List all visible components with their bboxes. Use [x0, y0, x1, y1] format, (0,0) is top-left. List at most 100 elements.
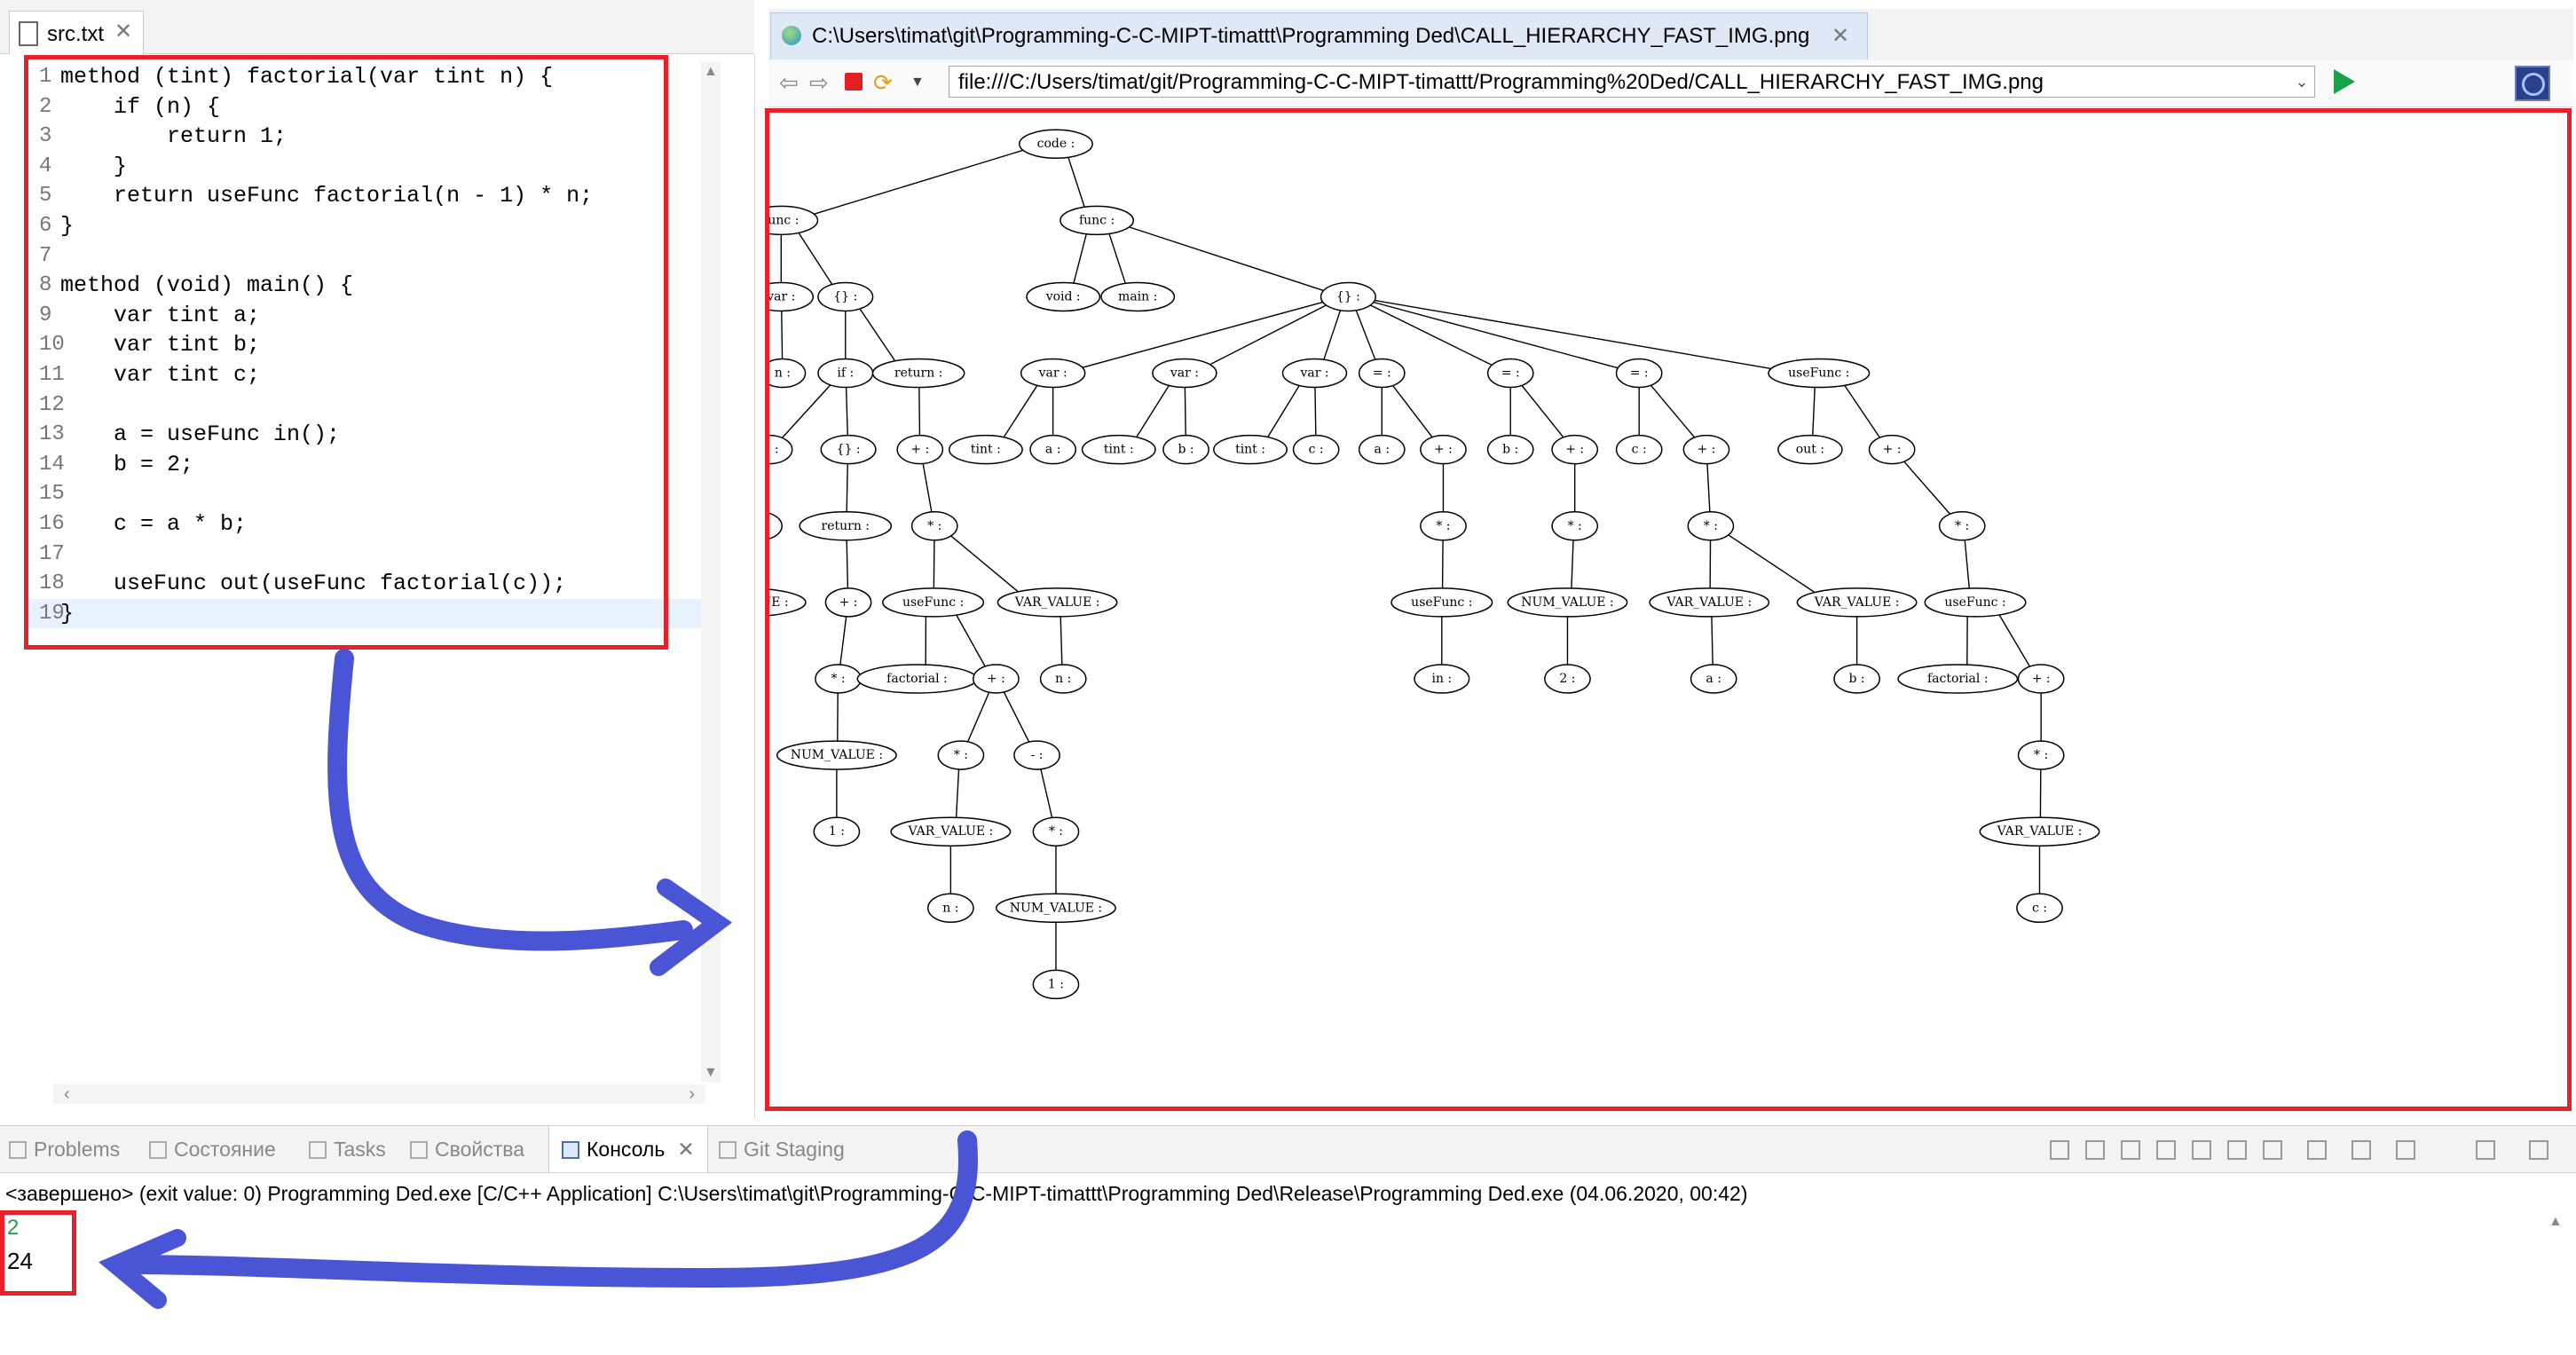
open-console-icon[interactable] [2351, 1140, 2371, 1160]
console-tab[interactable]: Git Staging [719, 1126, 845, 1172]
tree-edge [1204, 302, 1332, 368]
code-text[interactable]: useFunc out(useFunc factorial(c)); [60, 571, 567, 597]
code-line[interactable]: 2 if (n) { [27, 92, 701, 122]
code-text[interactable]: b = 2; [60, 451, 194, 477]
new-console-icon[interactable] [2396, 1140, 2415, 1160]
scroll-lock-icon[interactable] [2156, 1140, 2176, 1160]
tree-edge [780, 382, 833, 440]
code-line[interactable]: 3 return 1; [27, 122, 701, 152]
tree-node: main : [1100, 281, 1176, 312]
url-dropdown-icon[interactable]: ⌄ [2295, 73, 2309, 91]
editor-horizontal-scrollbar[interactable]: ‹ › [53, 1084, 705, 1104]
code-text[interactable]: } [60, 600, 75, 626]
browser-tab[interactable]: C:\Users\timat\git\Programming-C-C-MIPT-… [770, 12, 1869, 59]
code-text[interactable]: method (void) main() { [60, 272, 354, 299]
tree-node: * : [910, 511, 958, 541]
code-text[interactable]: return 1; [60, 123, 288, 150]
back-icon[interactable]: ⇦ [779, 69, 799, 96]
tree-node: + : [1420, 434, 1467, 465]
tree-node: * : [1938, 511, 1986, 541]
code-text[interactable]: if (n) { [60, 93, 221, 120]
remove-all-icon[interactable] [2121, 1140, 2140, 1160]
minimize-icon[interactable] [2476, 1140, 2495, 1160]
code-line[interactable]: 4 } [27, 152, 701, 182]
terminate-icon[interactable] [2050, 1140, 2069, 1160]
show-console-icon[interactable] [2263, 1140, 2282, 1160]
clear-console-icon[interactable] [2307, 1140, 2327, 1160]
console-tab[interactable]: Свойства [410, 1126, 524, 1172]
code-line[interactable]: 16 c = a * b; [27, 509, 701, 540]
tree-node-label: c : [2032, 901, 2047, 915]
refresh-icon[interactable]: ⟳ [873, 69, 893, 96]
tree-edge [1135, 383, 1171, 439]
tree-edge [858, 306, 897, 364]
tree-node-label: * : [954, 748, 968, 762]
code-line[interactable]: 18 useFunc out(useFunc factorial(c)); [27, 569, 701, 599]
tree-node: {} : [820, 434, 877, 465]
code-text[interactable]: var tint c; [60, 361, 261, 388]
url-input[interactable]: file:///C:/Users/timat/git/Programming-C… [949, 66, 2315, 98]
code-line[interactable]: 14 b = 2; [27, 450, 701, 480]
code-line[interactable]: 15 [27, 479, 701, 509]
stop-icon[interactable] [845, 73, 863, 91]
code-text[interactable]: } [60, 212, 75, 239]
tree-node: - : [1013, 740, 1060, 770]
code-line[interactable]: 5 return useFunc factorial(n - 1) * n; [27, 181, 701, 211]
tree-edge [1649, 383, 1697, 440]
code-line[interactable]: 12 [27, 390, 701, 421]
code-line[interactable]: 11 var tint c; [27, 360, 701, 390]
close-icon[interactable]: ✕ [114, 20, 133, 43]
forward-icon[interactable]: ⇨ [809, 69, 829, 96]
web-browser-icon[interactable] [2515, 66, 2550, 101]
code-text[interactable]: return useFunc factorial(n - 1) * n; [60, 183, 594, 209]
code-text[interactable]: var tint b; [60, 332, 261, 358]
close-icon[interactable]: ✕ [1831, 24, 1850, 48]
console-tab-label: Problems [34, 1138, 121, 1161]
code-text[interactable]: c = a * b; [60, 510, 248, 537]
pin-console-icon[interactable] [2227, 1140, 2247, 1160]
word-wrap-icon[interactable] [2192, 1140, 2211, 1160]
console-tab[interactable]: Tasks [309, 1126, 386, 1172]
code-text[interactable]: } [60, 153, 128, 179]
tree-node: + : [2017, 664, 2065, 694]
line-number: 8 [39, 273, 52, 298]
editor-tab-src[interactable]: src.txt ✕ [9, 11, 144, 54]
tree-node-label: * : [927, 519, 941, 533]
console-tab[interactable]: Problems [9, 1126, 120, 1172]
scroll-up-icon[interactable]: ▲ [704, 64, 718, 79]
code-line[interactable]: 6} [27, 211, 701, 241]
code-text[interactable]: method (tint) factorial(var tint n) { [60, 64, 554, 90]
scroll-left-icon[interactable]: ‹ [64, 1084, 70, 1104]
close-icon[interactable]: ✕ [677, 1138, 695, 1161]
remove-launch-icon[interactable] [2085, 1140, 2105, 1160]
scroll-up-icon[interactable]: ▲ [2548, 1214, 2563, 1229]
code-line[interactable]: 7 [27, 241, 701, 272]
tree-node: tint : [1213, 434, 1288, 465]
code-line[interactable]: 8 method (void) main() { [27, 271, 701, 301]
console-tab[interactable]: Состояние [149, 1126, 276, 1172]
code-line[interactable]: 19} [27, 598, 701, 629]
line-number: 2 [39, 94, 52, 119]
tree-node-label: tint : [1235, 443, 1265, 457]
console-tab[interactable]: Консоль✕ [548, 1126, 708, 1172]
go-icon[interactable] [2334, 69, 2355, 94]
console-output-line: 24 [7, 1248, 33, 1274]
editor-tab-label: src.txt [47, 22, 104, 46]
tree-node: var : [769, 281, 815, 312]
chevron-down-icon[interactable]: ▼ [910, 75, 925, 90]
code-line[interactable]: 9 var tint a; [27, 301, 701, 331]
code-text[interactable]: var tint a; [60, 302, 261, 328]
code-line[interactable]: 13 a = useFunc in(); [27, 420, 701, 450]
tree-node: VAR_VALUE : [890, 816, 1012, 847]
tree-node-label: NUM_VALUE : [791, 748, 883, 762]
code-line[interactable]: 17 [27, 540, 701, 570]
scroll-down-icon[interactable]: ▼ [704, 1065, 718, 1080]
scroll-right-icon[interactable]: › [689, 1084, 695, 1104]
editor-vertical-scrollbar[interactable]: ▲ ▼ [701, 62, 721, 1083]
code-text[interactable]: a = useFunc in(); [60, 421, 341, 448]
tree-node: func : [1060, 205, 1135, 236]
maximize-icon[interactable] [2529, 1140, 2548, 1160]
code-line[interactable]: 10 var tint b; [27, 330, 701, 360]
